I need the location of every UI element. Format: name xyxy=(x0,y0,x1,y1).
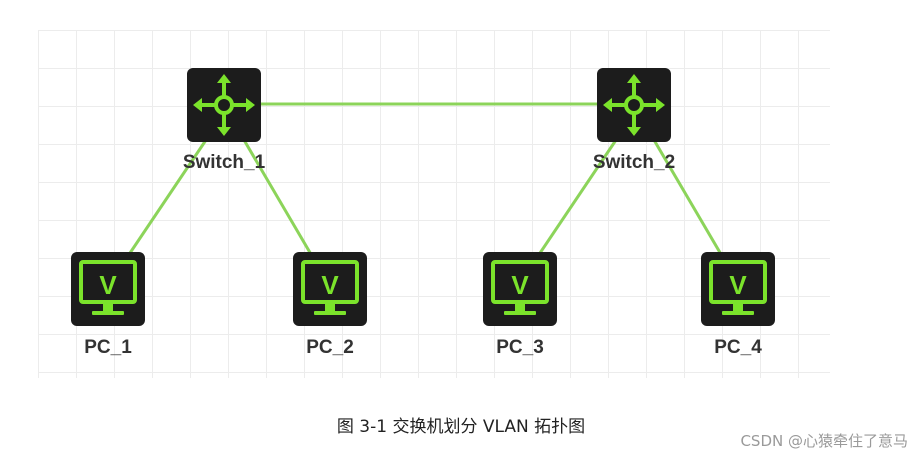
screen-letter: V xyxy=(729,270,747,300)
pc-2-label: PC_2 xyxy=(306,337,354,358)
screen-letter: V xyxy=(99,270,117,300)
pc-2-node[interactable]: V xyxy=(292,251,368,327)
link-switch1-pc2 xyxy=(242,139,314,257)
switch-icon xyxy=(597,68,671,142)
switch-1-node[interactable] xyxy=(186,67,262,143)
switch-icon xyxy=(187,68,261,142)
pc-monitor-icon: V xyxy=(293,252,367,326)
link-switch1-pc1 xyxy=(126,139,208,257)
pc-4-node[interactable]: V xyxy=(700,251,776,327)
figure-caption: 图 3-1 交换机划分 VLAN 拓扑图 xyxy=(336,417,586,437)
switch-2-node[interactable] xyxy=(596,67,672,143)
link-switch2-pc3 xyxy=(536,139,618,257)
pc-4-label: PC_4 xyxy=(714,337,762,358)
grid-background xyxy=(38,30,830,378)
pc-monitor-icon: V xyxy=(701,252,775,326)
pc-monitor-icon: V xyxy=(71,252,145,326)
pc-3-label: PC_3 xyxy=(496,337,544,358)
switch-2-label: Switch_2 xyxy=(592,152,676,173)
pc-3-node[interactable]: V xyxy=(482,251,558,327)
pc-1-label: PC_1 xyxy=(84,337,132,358)
pc-1-node[interactable]: V xyxy=(70,251,146,327)
switch-1-label: Switch_1 xyxy=(182,152,266,173)
pc-monitor-icon: V xyxy=(483,252,557,326)
link-switch2-pc4 xyxy=(652,139,724,257)
screen-letter: V xyxy=(321,270,339,300)
watermark: CSDN @心猿牵住了意马 xyxy=(740,432,908,450)
screen-letter: V xyxy=(511,270,529,300)
